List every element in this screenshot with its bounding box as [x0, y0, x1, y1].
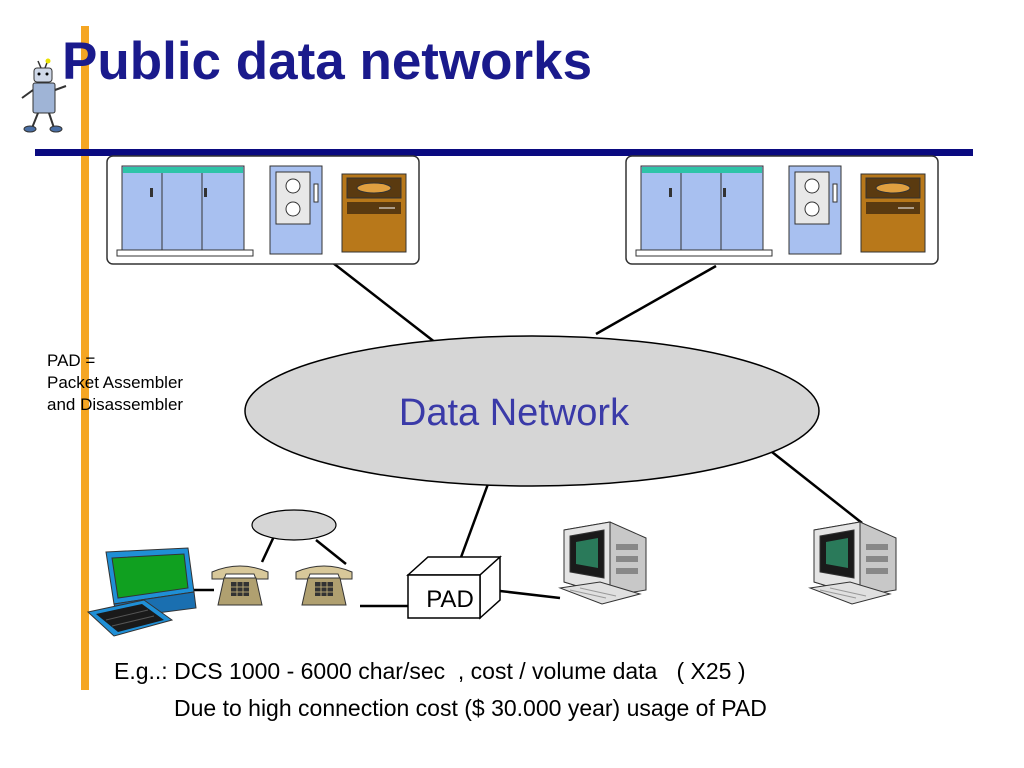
pad-label: PAD — [426, 586, 474, 613]
link-pad-network — [458, 483, 490, 561]
link-pad-terminal — [499, 589, 561, 600]
caption-line-2: Due to high connection cost ($ 30.000 ye… — [174, 695, 767, 721]
accent-bar — [81, 26, 89, 690]
mainframe-icon — [625, 155, 939, 265]
caption-line-1: E.g..: DCS 1000 - 6000 char/sec , cost /… — [114, 658, 746, 684]
link-mainframe-left — [323, 255, 437, 344]
link-terminal-right — [771, 451, 863, 524]
pad-note-line-1: PAD = — [47, 351, 96, 370]
mascot-icon — [21, 58, 67, 133]
telephone-icon — [211, 565, 269, 606]
terminal-icon — [809, 521, 897, 605]
title-rule — [35, 149, 973, 156]
data-network-label: Data Network — [399, 392, 630, 434]
telephone-icon — [295, 565, 353, 606]
link-phone-right-exchange — [315, 539, 347, 565]
terminal-icon — [559, 521, 647, 605]
telephone-exchange — [251, 509, 337, 541]
link-mainframe-right — [595, 264, 717, 336]
pad-box — [406, 555, 502, 620]
mainframe-icon — [106, 155, 420, 265]
pad-note-line-2: Packet Assembler — [47, 373, 184, 392]
data-network-cloud — [244, 335, 820, 487]
pc-icon — [86, 547, 197, 637]
pad-note-line-3: and Disassembler — [47, 395, 184, 414]
slide-title: Public data networks — [62, 32, 593, 91]
